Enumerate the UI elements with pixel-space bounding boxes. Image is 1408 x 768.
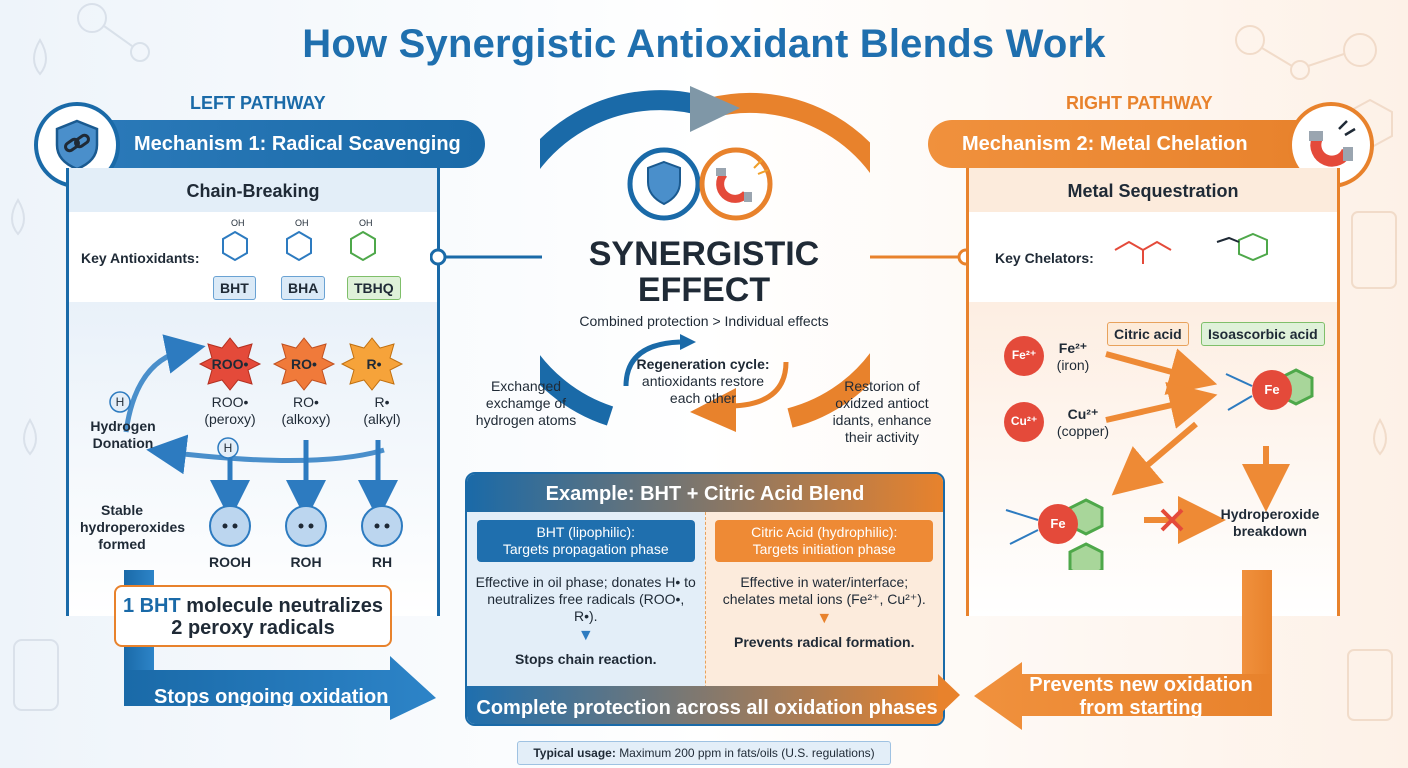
h-atom-top: H (115, 395, 125, 409)
chelator-structures (1114, 232, 1268, 264)
citric-role-line2: Targets initiation phase (752, 541, 896, 557)
bht-role-box: BHT (lipophilic): Targets propagation ph… (476, 520, 695, 562)
example-title: Example: BHT + Citric Acid Blend (467, 474, 943, 512)
h-atom-middle: H (223, 441, 233, 455)
radical-badges (198, 337, 404, 391)
synergistic-line2: EFFECT (637, 271, 771, 309)
copper-label: Cu²⁺ (copper) (1050, 406, 1116, 440)
radical-label-alkoxy: RO•(alkoxy) (268, 394, 344, 428)
prevents-new-oxidation: Prevents new oxidation from starting (1026, 674, 1256, 720)
bht-role-line1: BHT (lipophilic): (536, 524, 636, 540)
callout-bht-prefix: 1 BHT (122, 595, 181, 617)
combined-protection-text: Combined protection > Individual effects (579, 313, 829, 329)
down-arrow-icon: ▼ (577, 627, 594, 644)
example-blend-box: Example: BHT + Citric Acid Blend BHT (li… (465, 472, 945, 726)
svg-text:OH: OH (359, 218, 373, 228)
radical-label-alkyl: R•(alkyl) (344, 394, 420, 428)
iron-ion: Fe²⁺ (1058, 340, 1088, 356)
radical-badge-alkyl: R• (366, 356, 382, 372)
mechanism-2-title: Mechanism 2: Metal Chelation (962, 133, 1248, 155)
radical-badge-peroxy: ROO• (211, 356, 249, 372)
right-pathway-label: RIGHT PATHWAY (1066, 93, 1213, 113)
complete-protection-banner: Complete protection across all oxidation… (467, 686, 943, 724)
mechanism-1-title: Mechanism 1: Radical Scavenging (134, 133, 461, 155)
stable-hydroperoxides-label: Stable hydroperoxides formed (80, 502, 186, 552)
antioxidant-tag-tbhq: TBHQ (347, 276, 401, 300)
key-antioxidants-row: Key Antioxidants: OH OH OH BHT BHA TBHQ (69, 212, 437, 302)
citric-role-line1: Citric Acid (hydrophilic): (751, 524, 898, 540)
prevents-line1: Prevents new oxidation (1029, 674, 1253, 696)
mechanism-2-header: Mechanism 2: Metal Chelation (928, 120, 1308, 168)
bht-role-line2: Targets propagation phase (502, 541, 669, 557)
svg-text:OH: OH (231, 218, 245, 228)
radical-kind: (alkyl) (363, 411, 401, 427)
usage-label: Typical usage: (533, 746, 616, 760)
radical-badge-alkoxy: RO• (291, 356, 317, 372)
right-bottom-arrow (974, 570, 1272, 730)
metal-sequestration-subheader: Metal Sequestration (969, 168, 1337, 212)
hydrogen-donation-label: Hydrogen Donation (90, 418, 156, 451)
key-chelators-label: Key Chelators: (995, 250, 1094, 266)
scavenging-diagram (109, 334, 404, 547)
key-antioxidants-label: Key Antioxidants: (81, 250, 200, 266)
typical-usage-note: Typical usage: Maximum 200 ppm in fats/o… (517, 741, 891, 765)
synergistic-effect-title: SYNERGISTIC EFFECT (564, 236, 844, 308)
synergistic-line1: SYNERGISTIC (588, 235, 820, 273)
synergistic-cycle (540, 86, 870, 432)
down-arrow-icon: ▼ (816, 610, 833, 627)
product-rh: RH (371, 554, 393, 570)
stops-ongoing-oxidation: Stops ongoing oxidation (154, 686, 389, 708)
bht-outcome: Stops chain reaction. (514, 651, 657, 667)
antioxidant-structures: OH OH OH (222, 218, 376, 262)
iron-ion-badge: Fe²⁺ (1011, 348, 1037, 362)
antioxidant-tag-bht: BHT (213, 276, 256, 300)
copper-ion: Cu²⁺ (1067, 406, 1099, 422)
chelator-tag-isoascorbic: Isoascorbic acid (1201, 322, 1325, 346)
iron-name: (iron) (1056, 357, 1090, 373)
bht-callout: 1 BHT molecule neutralizes 2 peroxy radi… (114, 585, 392, 647)
key-chelators-row: Key Chelators: Citric acid Isoascorbic a… (969, 212, 1337, 346)
radical-kind: (alkoxy) (281, 411, 331, 427)
product-roh: ROH (290, 554, 322, 570)
chelation-diagram (1004, 336, 1314, 570)
product-rooh: ROOH (209, 554, 251, 570)
svg-text:OH: OH (295, 218, 309, 228)
complex-label-top: Fe (1264, 382, 1280, 397)
example-arrow-tip (938, 674, 960, 716)
radical-label-peroxy: ROO•(peroxy) (192, 394, 268, 428)
antioxidant-tag-bha: BHA (281, 276, 326, 300)
bht-description: Effective in oil phase; donates H• to ne… (475, 574, 696, 624)
regen-text: antioxidants restore each other (641, 373, 765, 406)
copper-name: (copper) (1056, 423, 1110, 439)
radical-name: ROO• (211, 394, 249, 410)
hydroperoxide-breakdown-label: Hydroperoxide breakdown (1220, 506, 1320, 539)
regeneration-cycle-text: Regeneration cycle: antioxidants restore… (628, 356, 778, 407)
chain-breaking-subheader: Chain-Breaking (69, 168, 437, 212)
citric-outcome: Prevents radical formation. (733, 634, 915, 650)
callout-line2: 2 peroxy radicals (171, 617, 335, 639)
copper-ion-badge: Cu²⁺ (1010, 414, 1038, 428)
chelator-tag-citric: Citric acid (1107, 322, 1189, 346)
radical-name: R• (374, 394, 390, 410)
complex-label-bottom: Fe (1050, 516, 1066, 531)
restoration-note: Restorion of oxidzed antioct idants, enh… (832, 378, 932, 445)
page-title: How Synergistic Antioxidant Blends Work (302, 22, 1106, 66)
iron-label: Fe²⁺ (iron) (1050, 340, 1096, 374)
regen-title: Regeneration cycle: (636, 356, 770, 372)
citric-description: Effective in water/interface; chelates m… (722, 574, 926, 607)
citric-role-box: Citric Acid (hydrophilic): Targets initi… (715, 520, 934, 562)
callout-text: molecule neutralizes (186, 595, 384, 617)
exchange-note: Exchanged exchamge of hydrogen atoms (475, 378, 577, 428)
radical-name: RO• (293, 394, 319, 410)
mechanism-1-header: Mechanism 1: Radical Scavenging (110, 120, 485, 168)
left-pathway-label: LEFT PATHWAY (190, 93, 326, 113)
usage-text: Maximum 200 ppm in fats/oils (U.S. regul… (619, 746, 875, 760)
prevents-line2: from starting (1079, 697, 1203, 719)
radical-kind: (peroxy) (204, 411, 256, 427)
